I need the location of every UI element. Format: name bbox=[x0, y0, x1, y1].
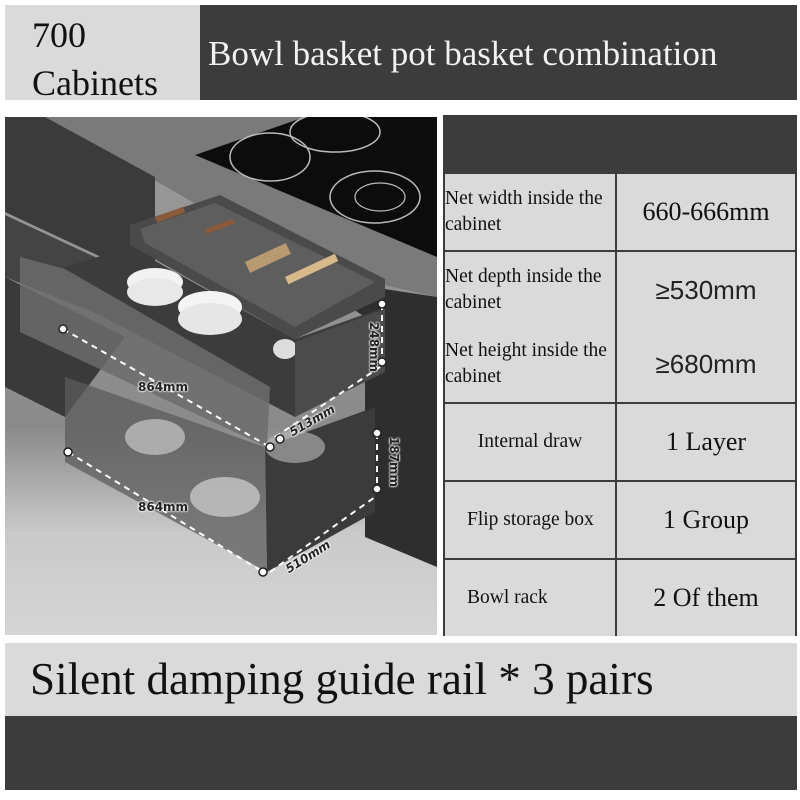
spec-label: Internal draw bbox=[445, 404, 615, 480]
dimension-lower-height: 187mm bbox=[387, 437, 401, 488]
spec-row-bowl-rack: Bowl rack 2 Of them bbox=[443, 560, 797, 636]
spec-table-header bbox=[443, 115, 797, 172]
spec-value: 660-666mm bbox=[617, 174, 795, 250]
product-title-bar: Bowl basket pot basket combination bbox=[200, 5, 797, 100]
cabinet-size-label: Cabinets bbox=[32, 63, 158, 103]
dimension-upper-height: 248mm bbox=[367, 322, 381, 373]
spec-value: ≥680mm bbox=[617, 326, 795, 402]
product-photo: 864mm 864mm 248mm 187mm 513mm 510mm bbox=[5, 117, 437, 635]
cabinet-illustration bbox=[5, 117, 437, 577]
spec-label: Bowl rack bbox=[445, 560, 615, 636]
spec-table: Net width inside the cabinet 660-666mm N… bbox=[443, 115, 797, 636]
dimension-bottom-width: 864mm bbox=[138, 500, 189, 514]
spec-row-internal-draw: Internal draw 1 Layer bbox=[443, 404, 797, 480]
feature-banner-text: Silent damping guide rail * 3 pairs bbox=[30, 653, 654, 704]
cabinet-size-number: 700 bbox=[32, 15, 86, 55]
spec-label: Net depth inside the cabinet bbox=[445, 252, 615, 328]
spec-label: Net width inside the cabinet bbox=[445, 174, 615, 250]
footer-bar bbox=[5, 716, 797, 790]
feature-banner: Silent damping guide rail * 3 pairs bbox=[5, 643, 797, 716]
spec-value: ≥530mm bbox=[617, 252, 795, 328]
spec-value: 1 Group bbox=[617, 482, 795, 558]
spec-row-net-height: Net height inside the cabinet ≥680mm bbox=[443, 326, 797, 402]
dimension-top-width: 864mm bbox=[138, 380, 189, 394]
product-title: Bowl basket pot basket combination bbox=[208, 34, 718, 73]
spec-value: 2 Of them bbox=[617, 560, 795, 636]
spec-label: Flip storage box bbox=[445, 482, 615, 558]
spec-label: Net height inside the cabinet bbox=[445, 326, 615, 402]
cabinet-size-badge: 700 Cabinets bbox=[5, 5, 200, 103]
spec-row-flip-storage-box: Flip storage box 1 Group bbox=[443, 482, 797, 558]
spec-row-net-depth: Net depth inside the cabinet ≥530mm bbox=[443, 252, 797, 328]
spec-value: 1 Layer bbox=[617, 404, 795, 480]
spec-row-net-width: Net width inside the cabinet 660-666mm bbox=[443, 174, 797, 250]
